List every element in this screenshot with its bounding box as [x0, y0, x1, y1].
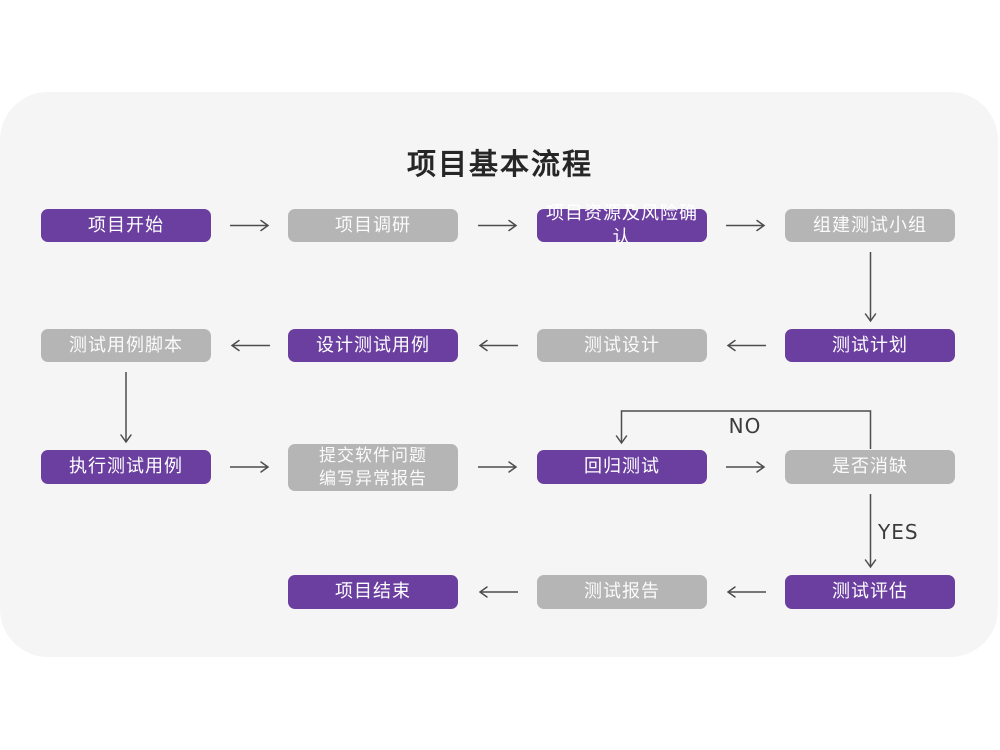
- node-resources-risk: 项目资源及风险确认: [537, 203, 707, 248]
- node-regression-test: 回归测试: [537, 450, 707, 484]
- node-project-start: 项目开始: [41, 209, 211, 242]
- node-test-evaluation: 测试评估: [785, 575, 955, 609]
- node-build-test-team: 组建测试小组: [785, 209, 955, 242]
- diagram-card: [0, 92, 998, 657]
- node-project-research: 项目调研: [288, 209, 458, 242]
- node-test-case-script: 测试用例脚本: [41, 329, 211, 362]
- node-project-end: 项目结束: [288, 575, 458, 609]
- node-test-plan: 测试计划: [785, 329, 955, 362]
- node-design-test-cases: 设计测试用例: [288, 329, 458, 362]
- node-test-report: 测试报告: [537, 575, 707, 609]
- node-execute-test-cases: 执行测试用例: [41, 450, 211, 484]
- edge-label-no: NO: [728, 414, 762, 438]
- node-submit-issue-report: 提交软件问题 编写异常报告: [288, 444, 458, 491]
- page-title: 项目基本流程: [406, 147, 593, 181]
- node-defect-cleared: 是否消缺: [785, 450, 955, 484]
- edge-label-yes: YES: [878, 520, 919, 544]
- node-test-design: 测试设计: [537, 329, 707, 362]
